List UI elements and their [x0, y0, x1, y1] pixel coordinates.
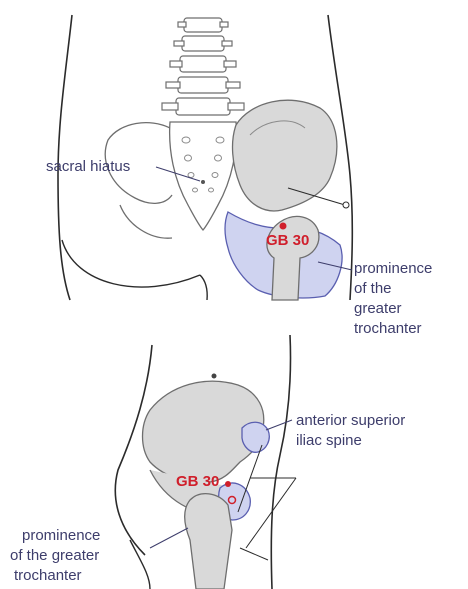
buttock-left [62, 240, 200, 287]
femur-shaft [185, 494, 232, 589]
sacrum [170, 122, 237, 230]
gb30-label-top: GB 30 [266, 232, 309, 249]
asis-marker [343, 202, 349, 208]
asis-leader [266, 420, 292, 430]
sacral-hiatus-label: sacral hiatus [46, 158, 130, 175]
left-hip-lower [120, 205, 172, 238]
trochanter-label-top: prominence of the greater trochanter [354, 260, 437, 337]
asis-label: anterior superior iliac spine [296, 412, 409, 449]
measure-line-d [240, 548, 268, 560]
lumbar-spine [162, 18, 244, 115]
gb30-label-bottom: GB 30 [176, 473, 219, 490]
sacral-hiatus-dot [201, 180, 205, 184]
buttock-cleft [200, 275, 207, 300]
iliac-crest-dot [212, 374, 217, 379]
trochanter-label-bottom: prominence of the greater trochanter [10, 527, 105, 584]
trochanter-leader-bottom [150, 528, 188, 548]
top-view: GB 30 sacral hiatus prominence of the gr… [46, 15, 437, 337]
buttock-contour [130, 540, 150, 589]
right-ilium [233, 100, 337, 211]
gb30-point-top [280, 223, 287, 230]
bottom-view: GB 30 anterior superior iliac spine prom… [10, 335, 409, 589]
asis-region [242, 422, 269, 452]
front-contour [271, 335, 290, 589]
gb30-point-bottom [225, 481, 231, 487]
